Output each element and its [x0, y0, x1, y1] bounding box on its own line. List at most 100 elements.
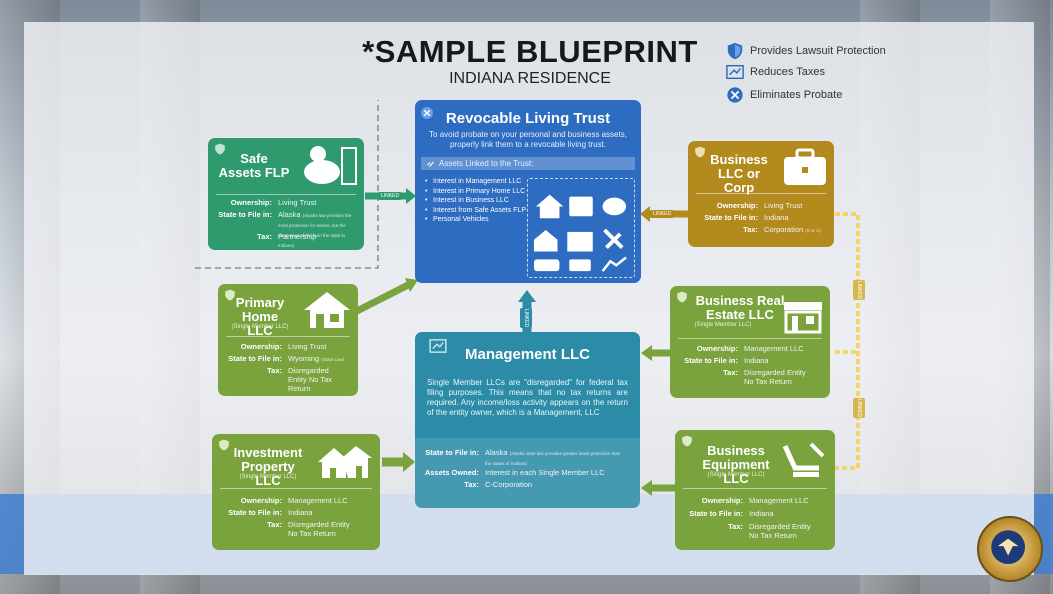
rlt-asset-icons [527, 178, 635, 278]
briefcase-icon [569, 196, 593, 217]
rlt-asset-list: Interest in Management LLC Interest in P… [425, 178, 530, 226]
rlt-description: To avoid probate on your personal and bu… [429, 130, 627, 149]
legend-label: Provides Lawsuit Protection [750, 45, 886, 57]
primary-home-title: Primary Home LLC [235, 295, 285, 338]
ownership-row: Ownership:Management LLC [701, 496, 809, 505]
tax-row: Tax:C-Corporation [464, 480, 533, 489]
business-real-estate-llc-box: Business Real Estate LLC (Single Member … [670, 286, 830, 398]
storefront-icon [567, 231, 593, 252]
tax-row: Tax:Disregarded Entity No Tax Return [728, 522, 811, 540]
linked-tag: LINKED [650, 210, 675, 218]
rlt-title: Revocable Living Trust [445, 110, 611, 127]
investment-property-llc-box: Investment Property LLC (Single Member L… [212, 434, 380, 550]
asset-icon-grid [533, 194, 627, 272]
shield-icon [727, 42, 743, 60]
page-subtitle: INDIANA RESIDENCE [449, 70, 611, 87]
list-item: Interest in Business LLC [425, 197, 530, 206]
house-icon [304, 292, 350, 328]
business-llc-corp-box: Business LLC or Corp Ownership:Living Tr… [688, 141, 834, 247]
briefcase-icon [784, 148, 826, 185]
safe-assets-title: Safe Assets FLP [218, 151, 290, 180]
investment-property-title: Investment Property LLC [233, 445, 303, 488]
legend-probate: Eliminates Probate [726, 86, 842, 104]
piggy-bank-icon [304, 146, 357, 185]
business-real-estate-subtitle: (Single Member LLC) [694, 322, 752, 328]
list-item: Interest in Management LLC [425, 178, 530, 187]
business-equipment-subtitle: (Single Member LLC) [707, 472, 765, 478]
investment-property-subtitle: (Single Member LLC) [239, 474, 297, 480]
linked-tag: LINKED [378, 192, 403, 200]
ownership-row: Ownership:Living Trust [240, 342, 327, 351]
safe-assets-flp-box: Safe Assets FLP Ownership:Living Trust S… [208, 138, 364, 250]
rlt-assets-bar: Assets Linked to the Trust: [421, 157, 635, 170]
list-item: Interest in Primary Home LLC [425, 188, 530, 197]
shield-icon [219, 439, 229, 451]
tax-row: Tax:Corporation (S or C) [743, 225, 822, 234]
linked-tag: LINKED [853, 280, 865, 301]
management-llc-details: State to File in:Alaska (Alaska state la… [415, 438, 640, 508]
car-icon [533, 259, 560, 272]
probate-icon [727, 87, 743, 103]
rlt-assets-label: Assets Linked to the Trust: [439, 159, 534, 168]
society-seal-logo [977, 516, 1043, 582]
houses-icon [533, 229, 558, 252]
ownership-row: Ownership:Management LLC [240, 496, 348, 505]
state-row: State to File in:Alaska (Alaska law prov… [218, 210, 352, 248]
management-llc-box: Management LLC Single Member LLCs are "d… [415, 332, 640, 508]
tax-icon [429, 339, 447, 353]
eagle-seal-icon [991, 530, 1026, 565]
page-title: *SAMPLE BLUEPRINT [362, 34, 698, 69]
primary-home-llc-box: Primary Home LLC (Single Member LLC) Own… [218, 284, 358, 396]
probate-icon [421, 107, 433, 119]
shield-icon [677, 291, 687, 303]
shield-icon [215, 143, 225, 155]
shield-icon [695, 146, 705, 158]
tools-icon [603, 228, 624, 249]
state-row: State to File in:Alaska (Alaska state la… [425, 448, 621, 466]
linked-tag: LINKED [520, 308, 532, 329]
dental-chair-icon [782, 442, 825, 477]
houses-icon [318, 446, 372, 478]
shield-icon [682, 435, 692, 447]
divider [696, 193, 826, 194]
linked-tag: LINKED [853, 398, 865, 419]
state-row: State to File in:Wyoming (State Law) [228, 354, 345, 363]
business-llc-title: Business LLC or Corp [710, 152, 768, 195]
legend-lawsuit: Provides Lawsuit Protection [726, 42, 886, 60]
shield-icon [225, 289, 235, 301]
ownership-row: Ownership:Living Trust [230, 198, 317, 207]
state-row: State to File in:Indiana [684, 356, 769, 365]
list-item: Interest from Safe Assets FLP [425, 207, 530, 216]
divider [226, 336, 350, 337]
tax-row: Tax:Partnership [257, 232, 317, 241]
primary-home-subtitle: (Single Member LLC) [231, 324, 289, 330]
tax-row: Tax:Disregarded Entity No Tax Return [267, 366, 333, 393]
legend-taxes: Reduces Taxes [726, 63, 825, 81]
management-llc-title: Management LLC [464, 346, 590, 363]
ownership-row: Ownership:Living Trust [716, 201, 803, 210]
suitcase-icon [569, 259, 591, 272]
legend-label: Reduces Taxes [750, 66, 826, 78]
chart-icon [601, 256, 627, 272]
state-row: State to File in:Indiana [689, 509, 774, 518]
storefront-icon [784, 302, 822, 334]
revocable-living-trust-box: Revocable Living Trust To avoid probate … [415, 100, 641, 283]
divider [216, 194, 356, 195]
state-row: State to File in:Indiana [228, 508, 313, 517]
tax-row: Tax:Disregarded Entity No Tax Return [267, 520, 350, 538]
legend-label: Eliminates Probate [750, 89, 843, 101]
ownership-row: Ownership:Management LLC [696, 344, 804, 353]
divider [220, 488, 372, 489]
tax-icon [726, 64, 744, 80]
state-row: State to File in:Indiana [704, 213, 789, 222]
divider [678, 338, 822, 339]
link-icon [427, 161, 434, 167]
tax-row: Tax:Disregarded Entity No Tax Return [723, 368, 806, 386]
divider [683, 488, 827, 489]
house-icon [535, 194, 564, 219]
business-equipment-title: Business Equipment LLC [702, 443, 770, 486]
assets-owned-row: Assets Owned:Interest in each Single Mem… [424, 468, 605, 477]
business-real-estate-title: Business Real Estate LLC [695, 293, 785, 322]
management-llc-description: Single Member LLCs are "disregarded" for… [427, 378, 628, 417]
list-item: Personal Vehicles [425, 216, 530, 225]
